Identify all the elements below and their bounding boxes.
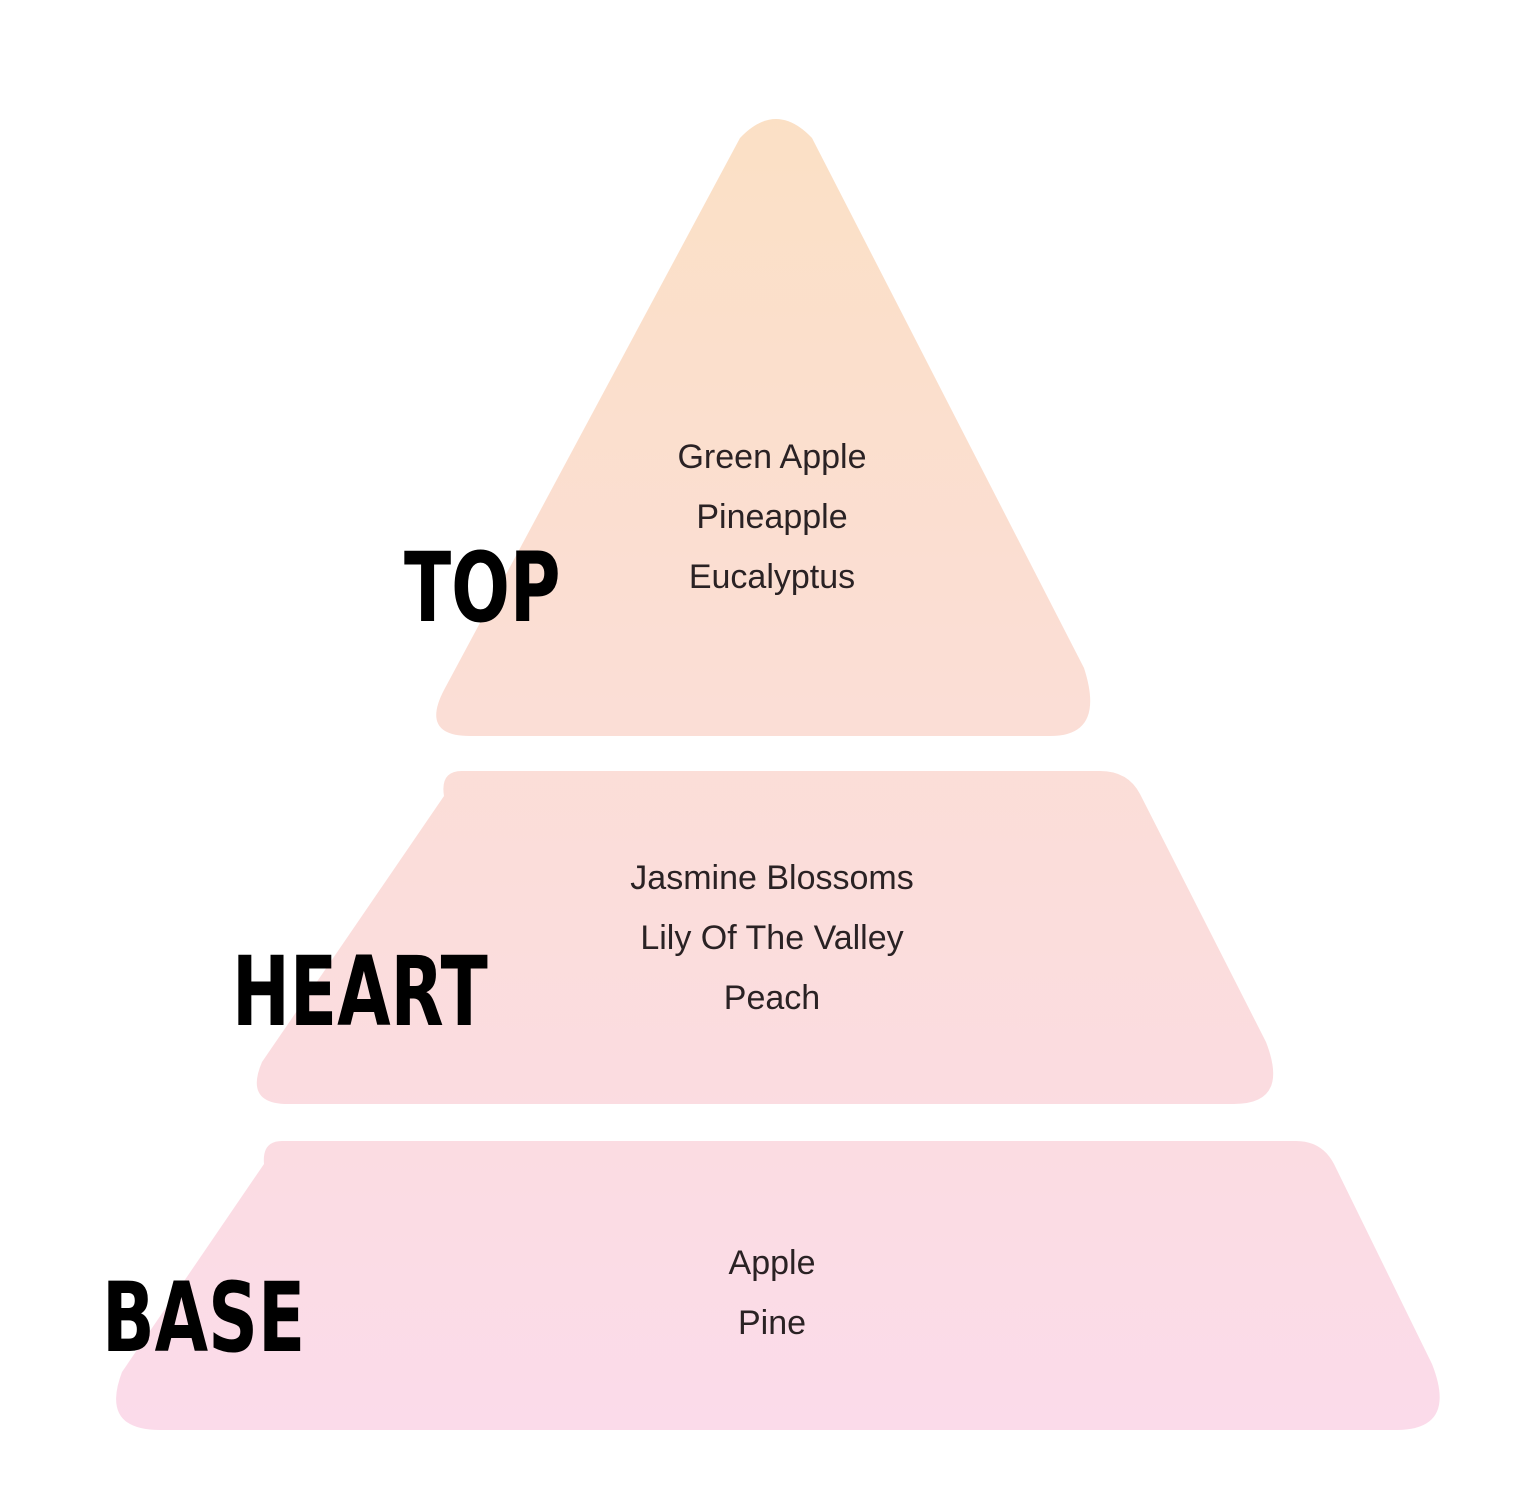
tier-label-heart: HEART: [232, 936, 488, 1048]
tier-notes-base: Apple Pine: [472, 1233, 1072, 1353]
note-item: Peach: [723, 979, 821, 1017]
note-item: Pine: [737, 1304, 807, 1342]
note-item: Lily Of The Valley: [640, 919, 904, 957]
tier-label-base: BASE: [102, 1262, 306, 1374]
tier-notes-heart: Jasmine Blossoms Lily Of The Valley Peac…: [472, 848, 1072, 1028]
tier-notes-top: Green Apple Pineapple Eucalyptus: [472, 427, 1072, 607]
tier-top-shape: [436, 119, 1091, 736]
note-item: Jasmine Blossoms: [630, 859, 914, 897]
note-item: Eucalyptus: [688, 558, 856, 596]
note-item: Green Apple: [677, 438, 867, 476]
note-item: Pineapple: [696, 498, 848, 536]
tier-label-top: TOP: [404, 532, 561, 644]
note-item: Apple: [728, 1244, 816, 1282]
tier-heart-shape: [256, 771, 1274, 1104]
tier-base-shape: [116, 1141, 1440, 1430]
